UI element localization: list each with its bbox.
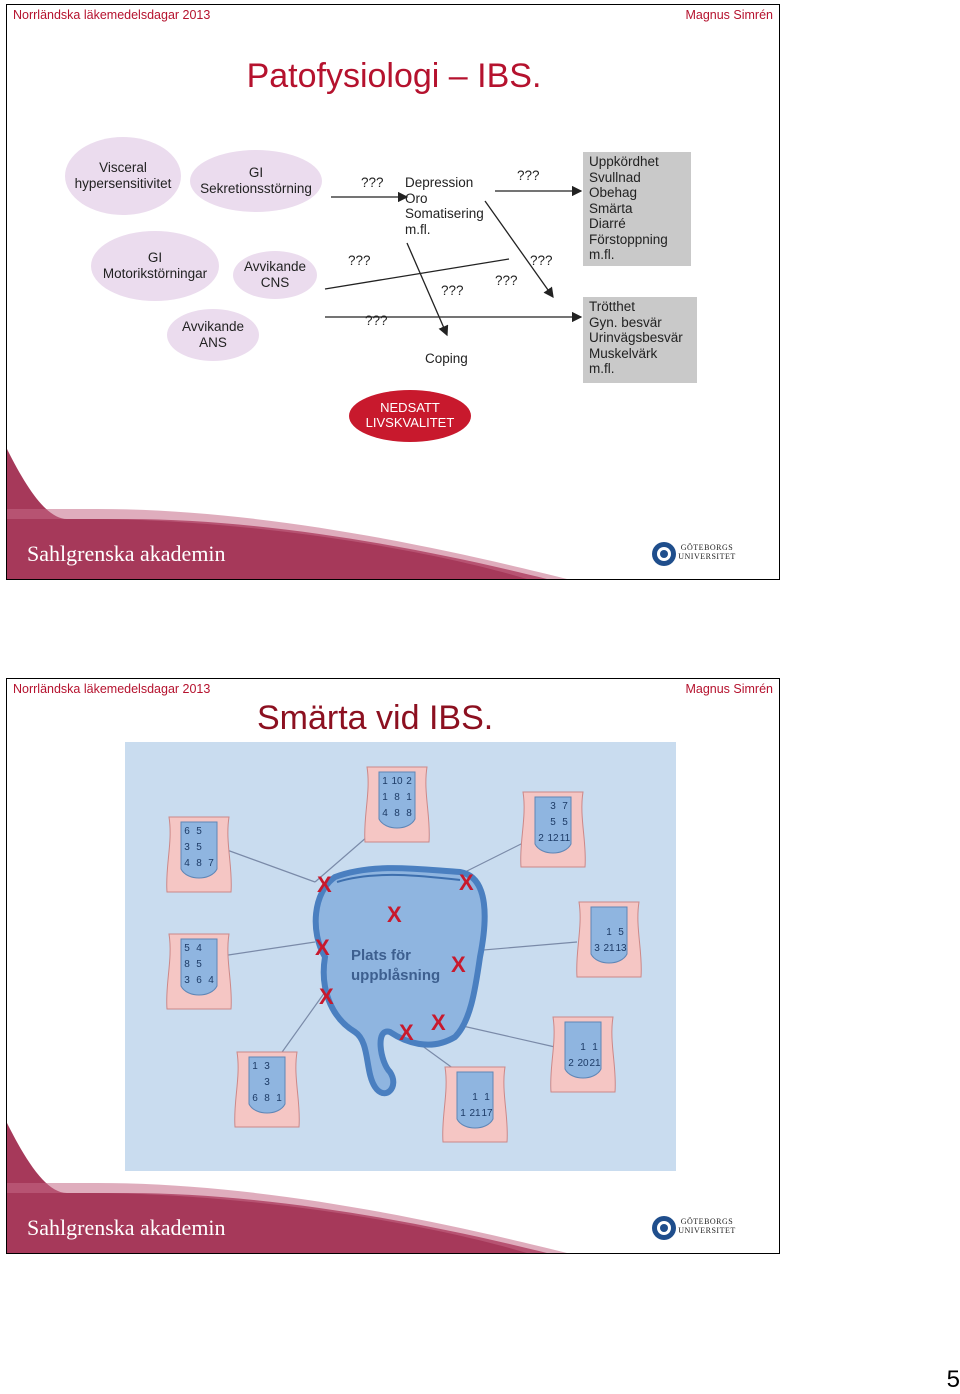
- qmark-3: ???: [365, 313, 388, 329]
- footer-sahlgrenska: Sahlgrenska akademin: [27, 541, 226, 567]
- torso-grid-value: 5: [562, 817, 568, 828]
- x-marker: X: [451, 952, 466, 977]
- torso-grid-value: 4: [184, 858, 190, 869]
- torso-grid-value: 21: [589, 1058, 601, 1069]
- torso-grid-value: 8: [264, 1093, 270, 1104]
- torso-grid-value: 1: [382, 776, 388, 787]
- torso-grid-value: 1: [382, 792, 388, 803]
- torso-grid-value: 7: [562, 801, 568, 812]
- torso-grid-value: 1: [484, 1092, 490, 1103]
- torso-grid-value: 1: [580, 1042, 586, 1053]
- psych-factors: Depression Oro Somatisering m.fl.: [405, 175, 484, 237]
- torso-grid-value: 8: [196, 858, 202, 869]
- torso-grid-value: 5: [196, 959, 202, 970]
- x-marker: X: [387, 902, 402, 927]
- torso-grid-value: 10: [391, 776, 403, 787]
- qmark-1: ???: [361, 175, 384, 191]
- torso-grid-value: 3: [550, 801, 556, 812]
- slide-1: Norrländska läkemedelsdagar 2013 Magnus …: [6, 4, 780, 580]
- torso-grid-value: 6: [196, 975, 202, 986]
- torso-grid-value: 8: [406, 808, 412, 819]
- torso-grid-value: 3: [184, 975, 190, 986]
- torso-grid-value: 1: [406, 792, 412, 803]
- torso-grid-value: 3: [184, 842, 190, 853]
- torso-grid-value: 21: [469, 1108, 481, 1119]
- gi-symptoms-box: Uppkördhet Svullnad Obehag Smärta Diarré…: [583, 152, 691, 266]
- torso-grid-value: 5: [184, 943, 190, 954]
- torso-grid-value: 12: [547, 833, 559, 844]
- torso-grid-value: 3: [594, 943, 600, 954]
- header-event: Norrländska läkemedelsdagar 2013: [13, 682, 210, 696]
- torso-grid-value: 1: [606, 927, 612, 938]
- torso-grid-value: 4: [208, 975, 214, 986]
- torso-grid-value: 5: [196, 826, 202, 837]
- footer-band: Sahlgrenska akademin GÖTEBORGS UNIVERSIT…: [7, 1123, 780, 1253]
- torso-grid-value: 3: [264, 1061, 270, 1072]
- gu-seal-icon: [651, 541, 677, 567]
- x-marker: X: [319, 984, 334, 1009]
- torso-grid-value: 1: [472, 1092, 478, 1103]
- torso-grid-value: 13: [615, 943, 627, 954]
- torso-grid-value: 6: [184, 826, 190, 837]
- other-symptoms-box: Trötthet Gyn. besvär Urinvägsbesvär Musk…: [583, 297, 697, 383]
- torso-grid-value: 5: [550, 817, 556, 828]
- x-marker: X: [317, 872, 332, 897]
- qmark-4: ???: [441, 283, 464, 299]
- torso-grid-value: 8: [184, 959, 190, 970]
- qmark-7: ???: [530, 253, 553, 269]
- torso-grid-value: 3: [264, 1077, 270, 1088]
- header-author: Magnus Simrén: [685, 682, 773, 696]
- torso-grid-value: 21: [603, 943, 615, 954]
- torso-grid-value: 4: [196, 943, 202, 954]
- footer-sahlgrenska: Sahlgrenska akademin: [27, 1215, 226, 1241]
- page-number: 5: [947, 1366, 960, 1394]
- x-marker: X: [459, 870, 474, 895]
- qmark-6: ???: [517, 168, 540, 184]
- footer-band: Sahlgrenska akademin GÖTEBORGS UNIVERSIT…: [7, 449, 780, 579]
- torso-grid-value: 7: [208, 858, 214, 869]
- gu-seal-icon: [651, 1215, 677, 1241]
- torso-grid-value: 1: [592, 1042, 598, 1053]
- torso-pain-grid: 133681: [235, 1052, 300, 1127]
- x-marker: X: [431, 1010, 446, 1035]
- slide-title: Smärta vid IBS.: [257, 699, 493, 738]
- torso-grid-value: 5: [196, 842, 202, 853]
- torso-grid-value: 5: [618, 927, 624, 938]
- torso-grid-value: 20: [577, 1058, 589, 1069]
- reduced-quality-of-life: NEDSATT LIVSKVALITET: [349, 390, 471, 442]
- torso-grid-value: 11: [560, 833, 571, 844]
- slide-2: Norrländska läkemedelsdagar 2013 Magnus …: [6, 678, 780, 1254]
- colon-diagram: X X X X X X X X Plats för uppblåsning 11…: [125, 742, 676, 1171]
- gu-logo: GÖTEBORGS UNIVERSITET: [651, 1215, 763, 1235]
- x-marker: X: [399, 1020, 414, 1045]
- torso-grid-value: 6: [252, 1093, 258, 1104]
- torso-grid-value: 4: [382, 808, 388, 819]
- torso-grid-value: 8: [394, 792, 400, 803]
- torso-grid-value: 1: [252, 1061, 258, 1072]
- qmark-2: ???: [348, 253, 371, 269]
- qmark-5: ???: [495, 273, 518, 289]
- torso-grid-value: 1: [276, 1093, 282, 1104]
- torso-grid-value: 8: [394, 808, 400, 819]
- torso-grid-value: 2: [538, 833, 544, 844]
- torso-grid-value: 1: [460, 1108, 466, 1119]
- x-marker: X: [315, 935, 330, 960]
- gu-logo: GÖTEBORGS UNIVERSITET: [651, 541, 763, 561]
- colon-label-line1: Plats för: [351, 947, 411, 964]
- coping-label: Coping: [425, 351, 468, 367]
- colon-label-line2: uppblåsning: [351, 967, 440, 984]
- torso-grid-value: 17: [481, 1108, 493, 1119]
- torso-grid-value: 2: [406, 776, 412, 787]
- torso-grid-value: 2: [568, 1058, 574, 1069]
